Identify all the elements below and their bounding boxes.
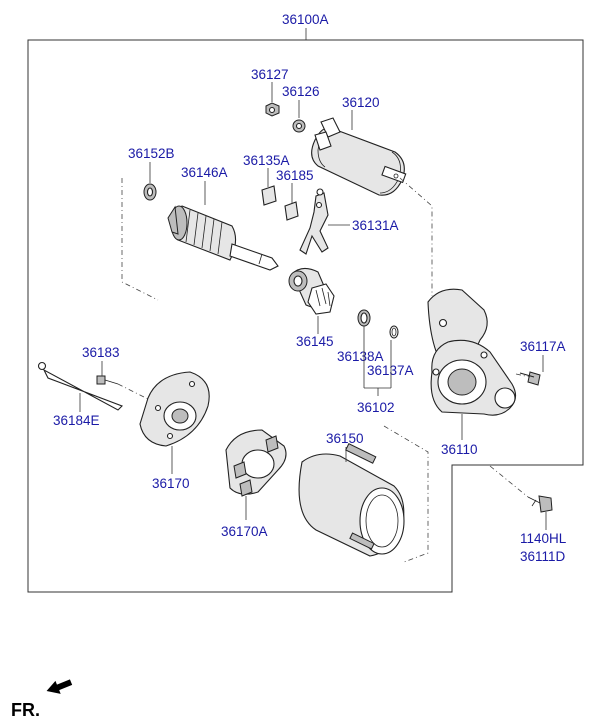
ring-36138A-part[interactable] [357, 309, 371, 327]
bolt-36117A-part[interactable] [519, 371, 541, 386]
label-36126[interactable]: 36126 [282, 84, 320, 99]
label-36100A[interactable]: 36100A [282, 12, 329, 27]
plate-36135A-part[interactable] [261, 185, 277, 206]
pinion-clutch-part[interactable] [288, 267, 335, 315]
label-36111D[interactable]: 36111D [520, 549, 566, 564]
centerline-36183 [117, 383, 151, 401]
rear-bracket-part[interactable] [139, 371, 210, 447]
front-direction-arrow-icon [46, 679, 73, 694]
label-36170[interactable]: 36170 [152, 476, 190, 491]
shift-lever-part[interactable] [299, 188, 329, 255]
label-36146A[interactable]: 36146A [181, 165, 228, 180]
solenoid-switch-part[interactable] [311, 117, 407, 196]
label-36184E[interactable]: 36184E [53, 413, 100, 428]
label-36102[interactable]: 36102 [357, 400, 395, 415]
bolt-1140HL-part[interactable] [527, 495, 553, 513]
armature-part[interactable] [167, 205, 279, 271]
assembly-frame [27, 39, 584, 593]
yoke-housing-part[interactable] [298, 443, 405, 557]
label-1140HL[interactable]: 1140HL [520, 531, 567, 546]
clip-36137A-part[interactable] [389, 325, 399, 339]
label-36145[interactable]: 36145 [296, 334, 334, 349]
label-36131A[interactable]: 36131A [352, 218, 399, 233]
label-36150[interactable]: 36150 [326, 431, 364, 446]
label-36120[interactable]: 36120 [342, 95, 380, 110]
washer-36126-part[interactable] [292, 119, 306, 133]
label-36138A[interactable]: 36138A [337, 349, 384, 364]
screw-36183-part[interactable] [96, 375, 119, 385]
through-bolt-part[interactable] [37, 361, 123, 411]
label-36185[interactable]: 36185 [276, 168, 314, 183]
centerline-armature [121, 178, 159, 301]
centerline-yoke [383, 425, 429, 563]
label-36110[interactable]: 36110 [441, 442, 478, 457]
label-36135A[interactable]: 36135A [243, 153, 290, 168]
bracket-36102 [364, 387, 391, 396]
centerline-solenoid [399, 177, 433, 296]
front-housing-part[interactable] [427, 288, 517, 416]
label-36170A[interactable]: 36170A [221, 524, 268, 539]
washer-36152B-part[interactable] [143, 183, 157, 201]
front-direction-label: FR. [11, 700, 40, 720]
brush-holder-part[interactable] [225, 429, 287, 497]
centerline-1140HL [489, 465, 529, 498]
plate-36185-part[interactable] [284, 201, 299, 221]
label-36127[interactable]: 36127 [251, 67, 289, 82]
centerline-36117A [515, 373, 531, 378]
nut-36127-part[interactable] [265, 102, 280, 117]
label-36117A[interactable]: 36117A [520, 339, 566, 354]
label-36152B[interactable]: 36152B [128, 146, 175, 161]
label-36183[interactable]: 36183 [82, 345, 120, 360]
label-36137A[interactable]: 36137A [367, 363, 414, 378]
